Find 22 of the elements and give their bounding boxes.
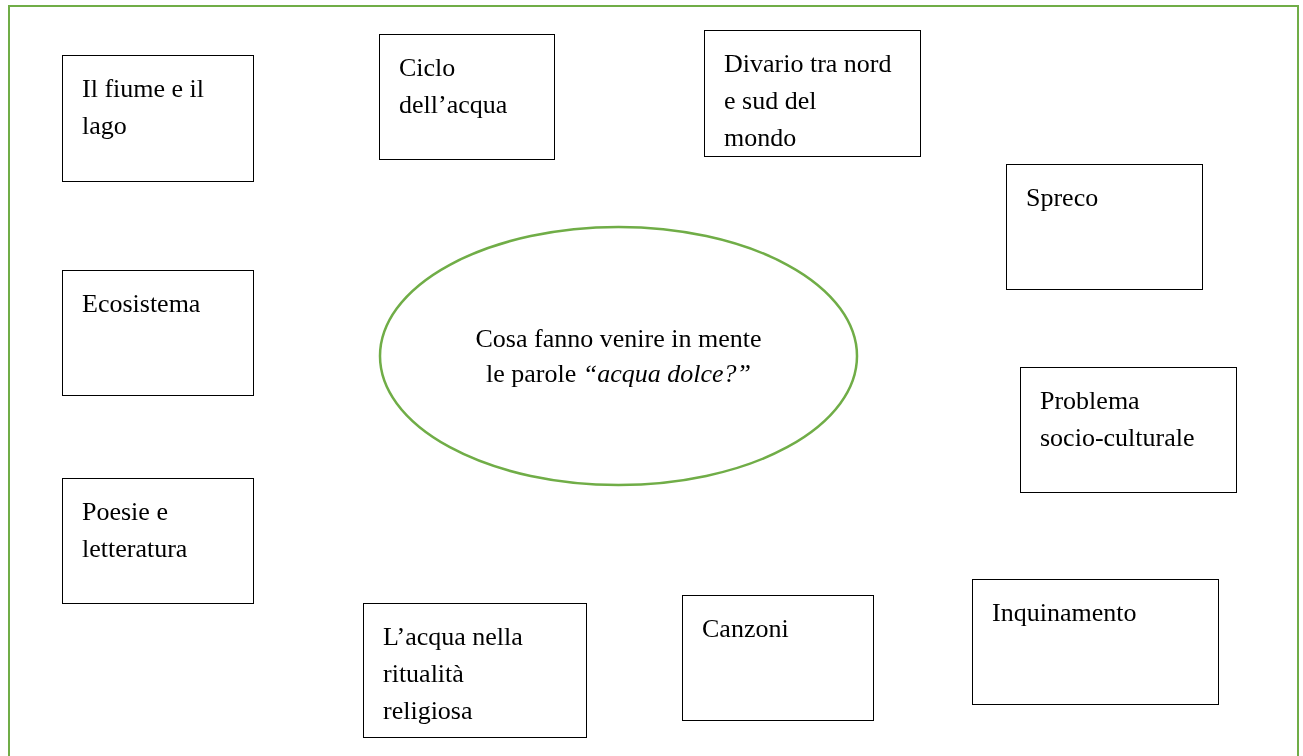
idea-box [379, 34, 555, 160]
idea-text: L’acqua nella ritualità religiosa [383, 621, 524, 727]
idea-box [682, 595, 874, 721]
idea-text: Poesie e letteratura [82, 496, 189, 565]
idea-text: Ciclo dell’acqua [399, 52, 509, 121]
topic-ellipse [379, 226, 858, 486]
idea-text: Problema socio-culturale [1040, 385, 1196, 454]
idea-text: Inquinamento [992, 597, 1138, 629]
idea-box [1006, 164, 1203, 290]
idea-text: Divario tra nord e sud del mondo [724, 48, 892, 154]
topic-question: Cosa fanno venire in mente le parole “acqua dolce?” [474, 323, 763, 390]
idea-text: Ecosistema [82, 288, 202, 320]
idea-box [62, 478, 254, 604]
idea-box [363, 603, 587, 738]
idea-box [1020, 367, 1237, 493]
idea-box [972, 579, 1219, 705]
idea-text: Il fiume e il lago [82, 73, 205, 142]
idea-text: Spreco [1026, 182, 1100, 214]
idea-text: Canzoni [702, 613, 790, 645]
idea-box [704, 30, 921, 157]
idea-box [62, 270, 254, 396]
idea-box [62, 55, 254, 182]
